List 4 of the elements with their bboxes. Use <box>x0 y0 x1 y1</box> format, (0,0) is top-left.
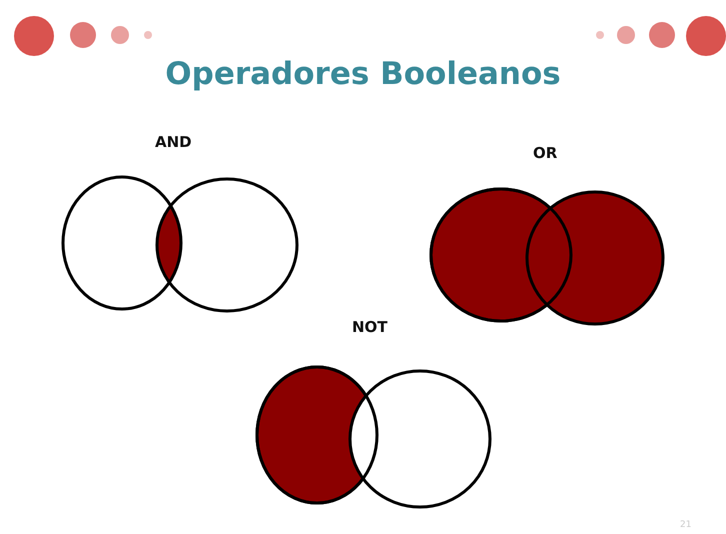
operator-label: OR <box>533 144 558 162</box>
title: Operadores Booleanos <box>164 56 562 92</box>
operator-label: NOT <box>352 318 388 336</box>
operator-label: AND <box>155 133 192 151</box>
